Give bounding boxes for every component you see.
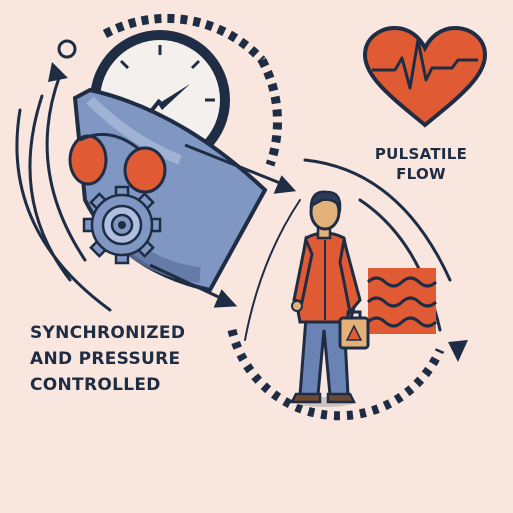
lower-ticked-ring xyxy=(227,329,445,421)
small-ring-icon xyxy=(57,39,77,59)
arrow-icon xyxy=(48,62,68,82)
pulsatile-line-1: PULSATILE xyxy=(374,145,468,163)
organ-left xyxy=(68,134,108,186)
briefcase-icon xyxy=(338,310,370,350)
sync-line-2: AND PRESSURE xyxy=(30,349,181,369)
wave-icon xyxy=(366,268,438,334)
synchronized-label: SYNCHRONIZED AND PRESSURE CONTROLLED xyxy=(30,320,235,398)
gear-icon xyxy=(82,185,162,265)
pulsatile-flow-label: PULSATILE FLOW xyxy=(362,144,480,184)
sync-line-3: CONTROLLED xyxy=(30,375,161,395)
machine-panel xyxy=(68,87,268,293)
heart-icon xyxy=(362,25,488,128)
machine-arrows xyxy=(149,143,297,308)
arrow-icon-down xyxy=(448,340,468,362)
pulsatile-line-2: FLOW xyxy=(396,165,446,183)
organ-right xyxy=(123,146,167,194)
sync-line-1: SYNCHRONIZED xyxy=(30,323,186,343)
left-ticked-ring xyxy=(102,13,282,167)
person-icon xyxy=(289,190,362,407)
left-arrows xyxy=(15,73,112,312)
